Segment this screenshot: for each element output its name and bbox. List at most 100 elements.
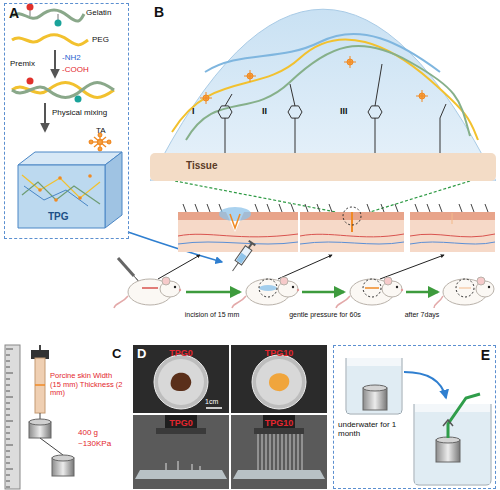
syringe (236, 253, 246, 264)
premix-arrow (54, 50, 56, 77)
photo-tack-test (166, 461, 200, 470)
step-label: gentle pressure for 60s (281, 311, 369, 319)
chemical-structure (440, 118, 441, 153)
zoom-arrow (278, 255, 332, 279)
chemical-structure (375, 118, 376, 153)
process-arrow (406, 291, 438, 294)
tannic-acid (250, 70, 251, 82)
hydrogel-block (88, 174, 92, 178)
component-label: TA (96, 126, 106, 135)
specimen-note: Porcine skin Width (15 mm) Thickness (2 … (50, 372, 124, 398)
mouse (232, 296, 246, 308)
mouse (396, 286, 398, 288)
polymer-network (172, 39, 478, 140)
skin-section (178, 242, 298, 244)
zoom-guide (175, 181, 336, 212)
mouse (232, 277, 299, 308)
syringe (235, 246, 252, 265)
component-label: Gelatin (86, 8, 111, 17)
group-label: -COOH (62, 65, 89, 74)
tannic-acid (200, 56, 428, 104)
process-arrow (186, 291, 240, 294)
stress-label: ~130KPa (78, 439, 111, 448)
premixed-strand (12, 83, 114, 98)
zoom-arrow (158, 255, 200, 279)
photo-tack-test (263, 415, 295, 428)
chemical-structure (368, 106, 382, 118)
tannic-acid (98, 140, 103, 145)
skin-section (300, 212, 404, 252)
skin-section (230, 214, 240, 228)
mouse (142, 287, 158, 289)
mouse (488, 286, 490, 288)
step-arrow (404, 372, 446, 398)
beaker (448, 394, 480, 438)
mixing-arrow (45, 103, 46, 131)
syringe (249, 241, 256, 246)
tannic-acid (206, 92, 207, 104)
mouse (401, 289, 403, 291)
chemical-structure (218, 64, 446, 153)
photo-dish (171, 373, 192, 391)
mouse (363, 279, 381, 297)
scalpel (118, 258, 134, 276)
step-label: after 7days (394, 311, 450, 319)
photo-tack-test (135, 470, 227, 479)
chemical-structure (290, 84, 295, 106)
skin-section (343, 207, 361, 225)
sample-label: TPG10 (231, 348, 327, 358)
chemical-structure (218, 106, 232, 118)
hydrogel-block (18, 152, 122, 165)
zoom-arrow (158, 255, 444, 279)
tannic-acid (89, 140, 93, 144)
sample-label: TPG0 (133, 348, 229, 358)
hydrogel-block (18, 152, 122, 228)
photo-tack-test (165, 415, 197, 428)
panel-letter: B (154, 4, 164, 20)
sample-label: TPG10 (231, 418, 327, 428)
tannic-acid (89, 133, 111, 151)
tissue-label: Tissue (186, 160, 218, 172)
photo-tack-test (156, 428, 206, 434)
photo-dish (269, 373, 289, 391)
tannic-acid (422, 90, 423, 102)
mixing-arrow (44, 103, 46, 131)
mouse (434, 277, 494, 308)
panel-letter: C (112, 347, 121, 362)
premix-arrow (55, 50, 56, 77)
photo-dish (231, 345, 327, 413)
photo-dish (158, 359, 204, 405)
beaker (347, 366, 401, 413)
skin-section (300, 234, 404, 237)
mouse (259, 279, 277, 297)
mouse (162, 277, 170, 285)
process-arrow (302, 291, 344, 294)
beaker (415, 412, 490, 484)
hydrogel-block (58, 176, 62, 180)
mouse (336, 277, 403, 308)
mouse (174, 286, 176, 288)
photo-tack-test (231, 415, 327, 489)
skin-section (300, 242, 404, 244)
beaker (346, 358, 402, 414)
gelatin-strand (27, 4, 34, 11)
panel-letter: A (9, 5, 19, 21)
peg-strand (12, 35, 88, 45)
polymer-network (205, 34, 440, 72)
skin-section (300, 204, 404, 252)
photo-tack-test (258, 434, 302, 470)
hydrogel-block (24, 186, 88, 206)
panel-frame: E (333, 345, 496, 489)
scale-label: 1cm (205, 398, 218, 406)
mechanism-number: I (192, 106, 195, 116)
photo-dish (133, 345, 229, 413)
mouse (456, 279, 474, 297)
chemical-structure (288, 106, 302, 118)
skin-section (219, 207, 251, 221)
skin-section (178, 234, 298, 237)
skin-section (178, 204, 298, 252)
polymer-network (186, 46, 470, 140)
hydrogel-block (22, 175, 100, 198)
